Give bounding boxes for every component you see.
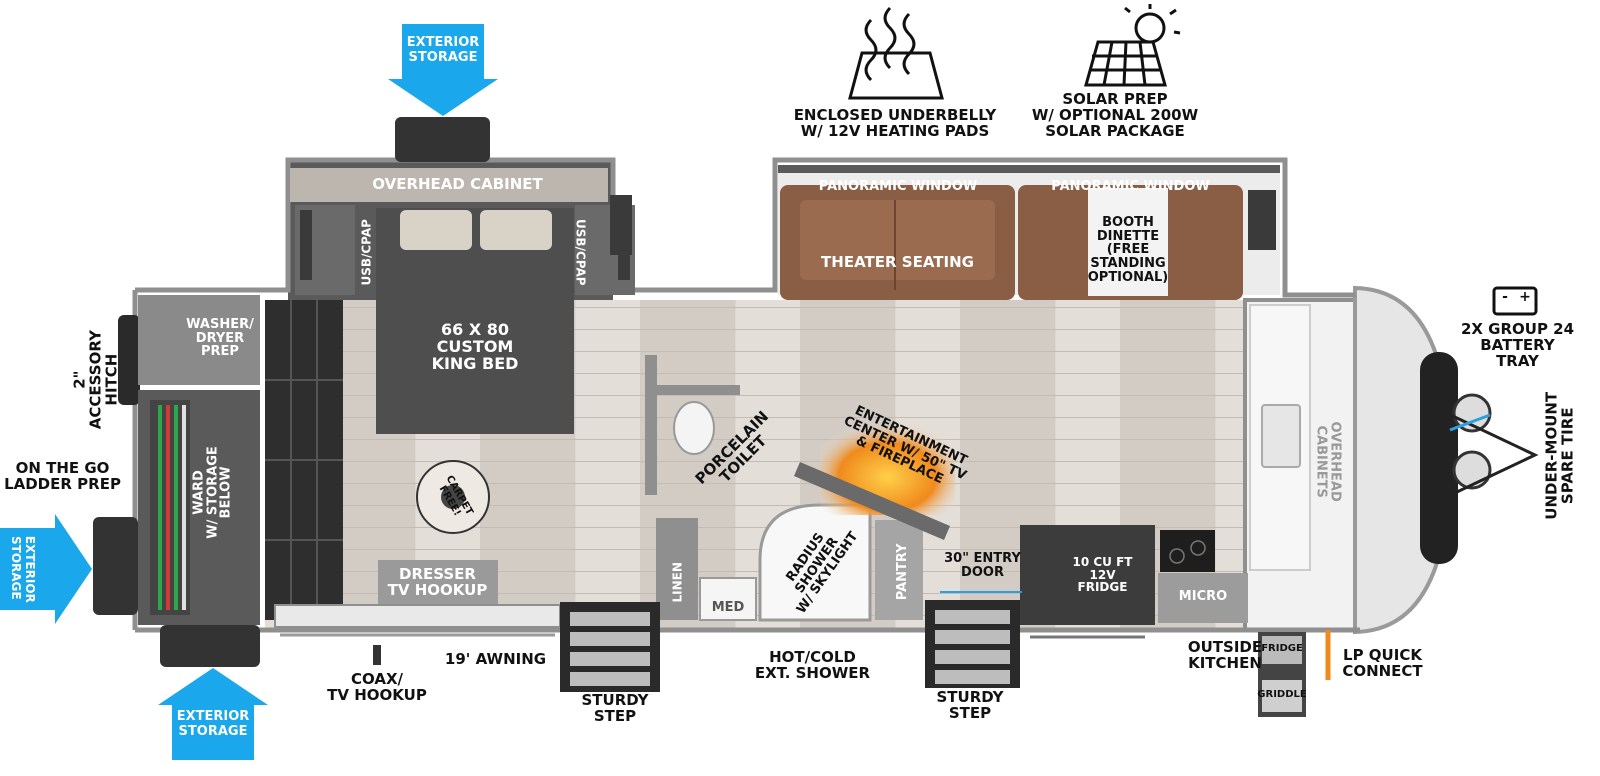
theater-seating-label: THEATER SEATING [821,253,974,271]
step-2 [925,600,1020,688]
entry-door-label: 30" ENTRY DOOR [944,551,1021,580]
accessory-hitch-label: 2" ACCESSORY HITCH [70,330,120,430]
arrow-up-icon [158,668,268,760]
dinette-table [1088,188,1168,296]
wardrobe-hangers [158,405,186,610]
sink [1261,404,1301,468]
washer-closet [138,295,260,385]
exterior-storage-left-label: EXTERIOR STORAGE [9,535,37,603]
solar-label: SOLAR PREP W/ OPTIONAL 200W SOLAR PACKAG… [1031,90,1199,140]
med-cabinet [699,577,757,621]
overhead-cabinet-label: OVERHEAD CABINET [372,175,543,193]
outside-kitchen-label: OUTSIDE KITCHEN [1187,638,1263,672]
overhead-cabinets-label: OVERHEAD CABINETS [1314,421,1343,502]
coax-label: COAX/ TV HOOKUP [327,670,427,704]
exterior-storage-bottom-label: EXTERIOR STORAGE [176,709,250,739]
pantry-label: PANTRY [895,543,911,601]
battery-plus: + [1519,289,1531,305]
awning-label: 19' AWNING [444,650,547,668]
step-1 [560,602,660,692]
toilet [673,401,715,455]
solar-icon [1084,4,1181,87]
spare-tire [1439,393,1539,502]
linen-closet [656,518,698,620]
entertainment-center [794,462,950,540]
usb-cpap-left: USB/CPAP [359,219,374,286]
cooktop [1160,530,1215,572]
battery-minus: - [1502,289,1508,305]
lp-quick-connect-label: LP QUICK CONNECT [1342,646,1423,680]
booth-dinette-label: BOOTH DINETTE (FREE STANDING OPTIONAL) [1087,215,1169,285]
hitch-block [118,315,140,405]
outside-kitchen-griddle-label: GRIDDLE [1257,689,1307,700]
rear-box-left [93,517,138,615]
pantry [875,520,923,620]
fridge-label: 10 CU FT 12V FRIDGE [1072,555,1133,595]
exterior-storage-top-label: EXTERIOR STORAGE [406,35,480,65]
outside-kitchen-fridge-label: FRIDGE [1261,643,1303,654]
ext-shower-label: HOT/COLD EXT. SHOWER [754,648,871,682]
sturdy-step-2-label: STURDY STEP [936,688,1004,722]
pillow-1 [400,210,472,250]
dresser [378,560,498,610]
bed-label: 66 X 80 CUSTOM KING BED [431,320,519,373]
panoramic-window-1-label: PANORAMIC WINDOW [818,179,978,194]
med-label: MED [711,600,745,615]
battery-tray-label: 2X GROUP 24 BATTERY TRAY [1460,320,1575,370]
ladder-prep-label: ON THE GO LADDER PREP [4,459,121,493]
exterior-storage-left-arrow: EXTERIOR STORAGE [0,514,92,624]
pillow-2 [480,210,552,250]
dresser-label: DRESSER TV HOOKUP [387,565,488,599]
usb-cpap-right: USB/CPAP [573,219,588,286]
overhead-cabinet-bar [290,168,608,202]
sturdy-step-1-label: STURDY STEP [581,691,649,725]
battery-icon [1492,286,1538,316]
panoramic-window-2-label: PANORAMIC WINDOW [1051,179,1210,194]
bathroom-wall [645,355,657,495]
tongue [1420,352,1458,564]
washer-dryer-label: WASHER/ DRYER PREP [186,317,254,360]
linen-label: LINEN [670,562,685,603]
fridge [1020,525,1155,625]
rear-box-top [395,117,490,162]
spare-tire-label: UNDER-MOUNT SPARE TIRE [1542,391,1576,520]
heat-icon [848,6,944,100]
microwave [1158,573,1248,623]
exterior-storage-bottom-arrow: EXTERIOR STORAGE [158,668,268,760]
exterior-storage-top-arrow: EXTERIOR STORAGE [388,24,498,116]
underbelly-label: ENCLOSED UNDERBELLY W/ 12V HEATING PADS [793,106,997,140]
microwave-label: MICRO [1178,589,1228,604]
wardrobe-label: WARD W/ STORAGE BELOW [191,446,234,539]
main-wall-outline [135,157,1355,298]
rear-box-bottom [160,625,260,667]
arrow-right-icon [0,514,92,624]
arrow-down-icon [388,24,498,116]
